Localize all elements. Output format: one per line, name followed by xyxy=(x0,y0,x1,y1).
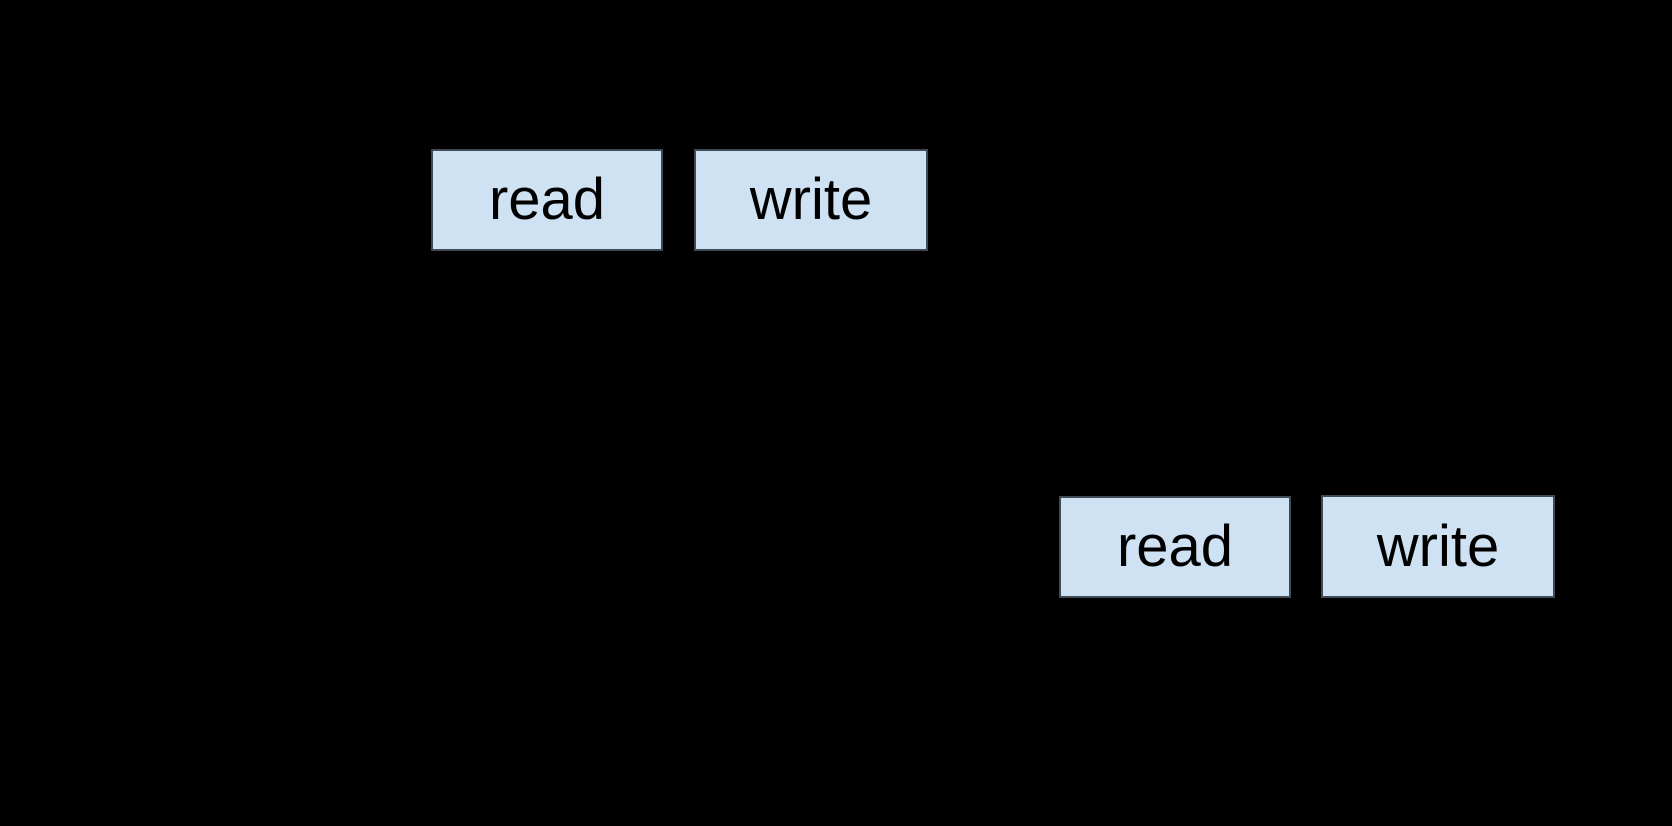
write-box-bottom-label: write xyxy=(1376,513,1500,579)
write-box-top: write xyxy=(694,149,928,251)
read-box-bottom-label: read xyxy=(1116,514,1234,579)
read-box-top-label: read xyxy=(488,167,606,232)
write-box-top-label: write xyxy=(749,167,873,232)
write-box-bottom: write xyxy=(1321,495,1555,598)
read-box-bottom: read xyxy=(1059,496,1291,598)
read-box-top: read xyxy=(431,149,663,251)
